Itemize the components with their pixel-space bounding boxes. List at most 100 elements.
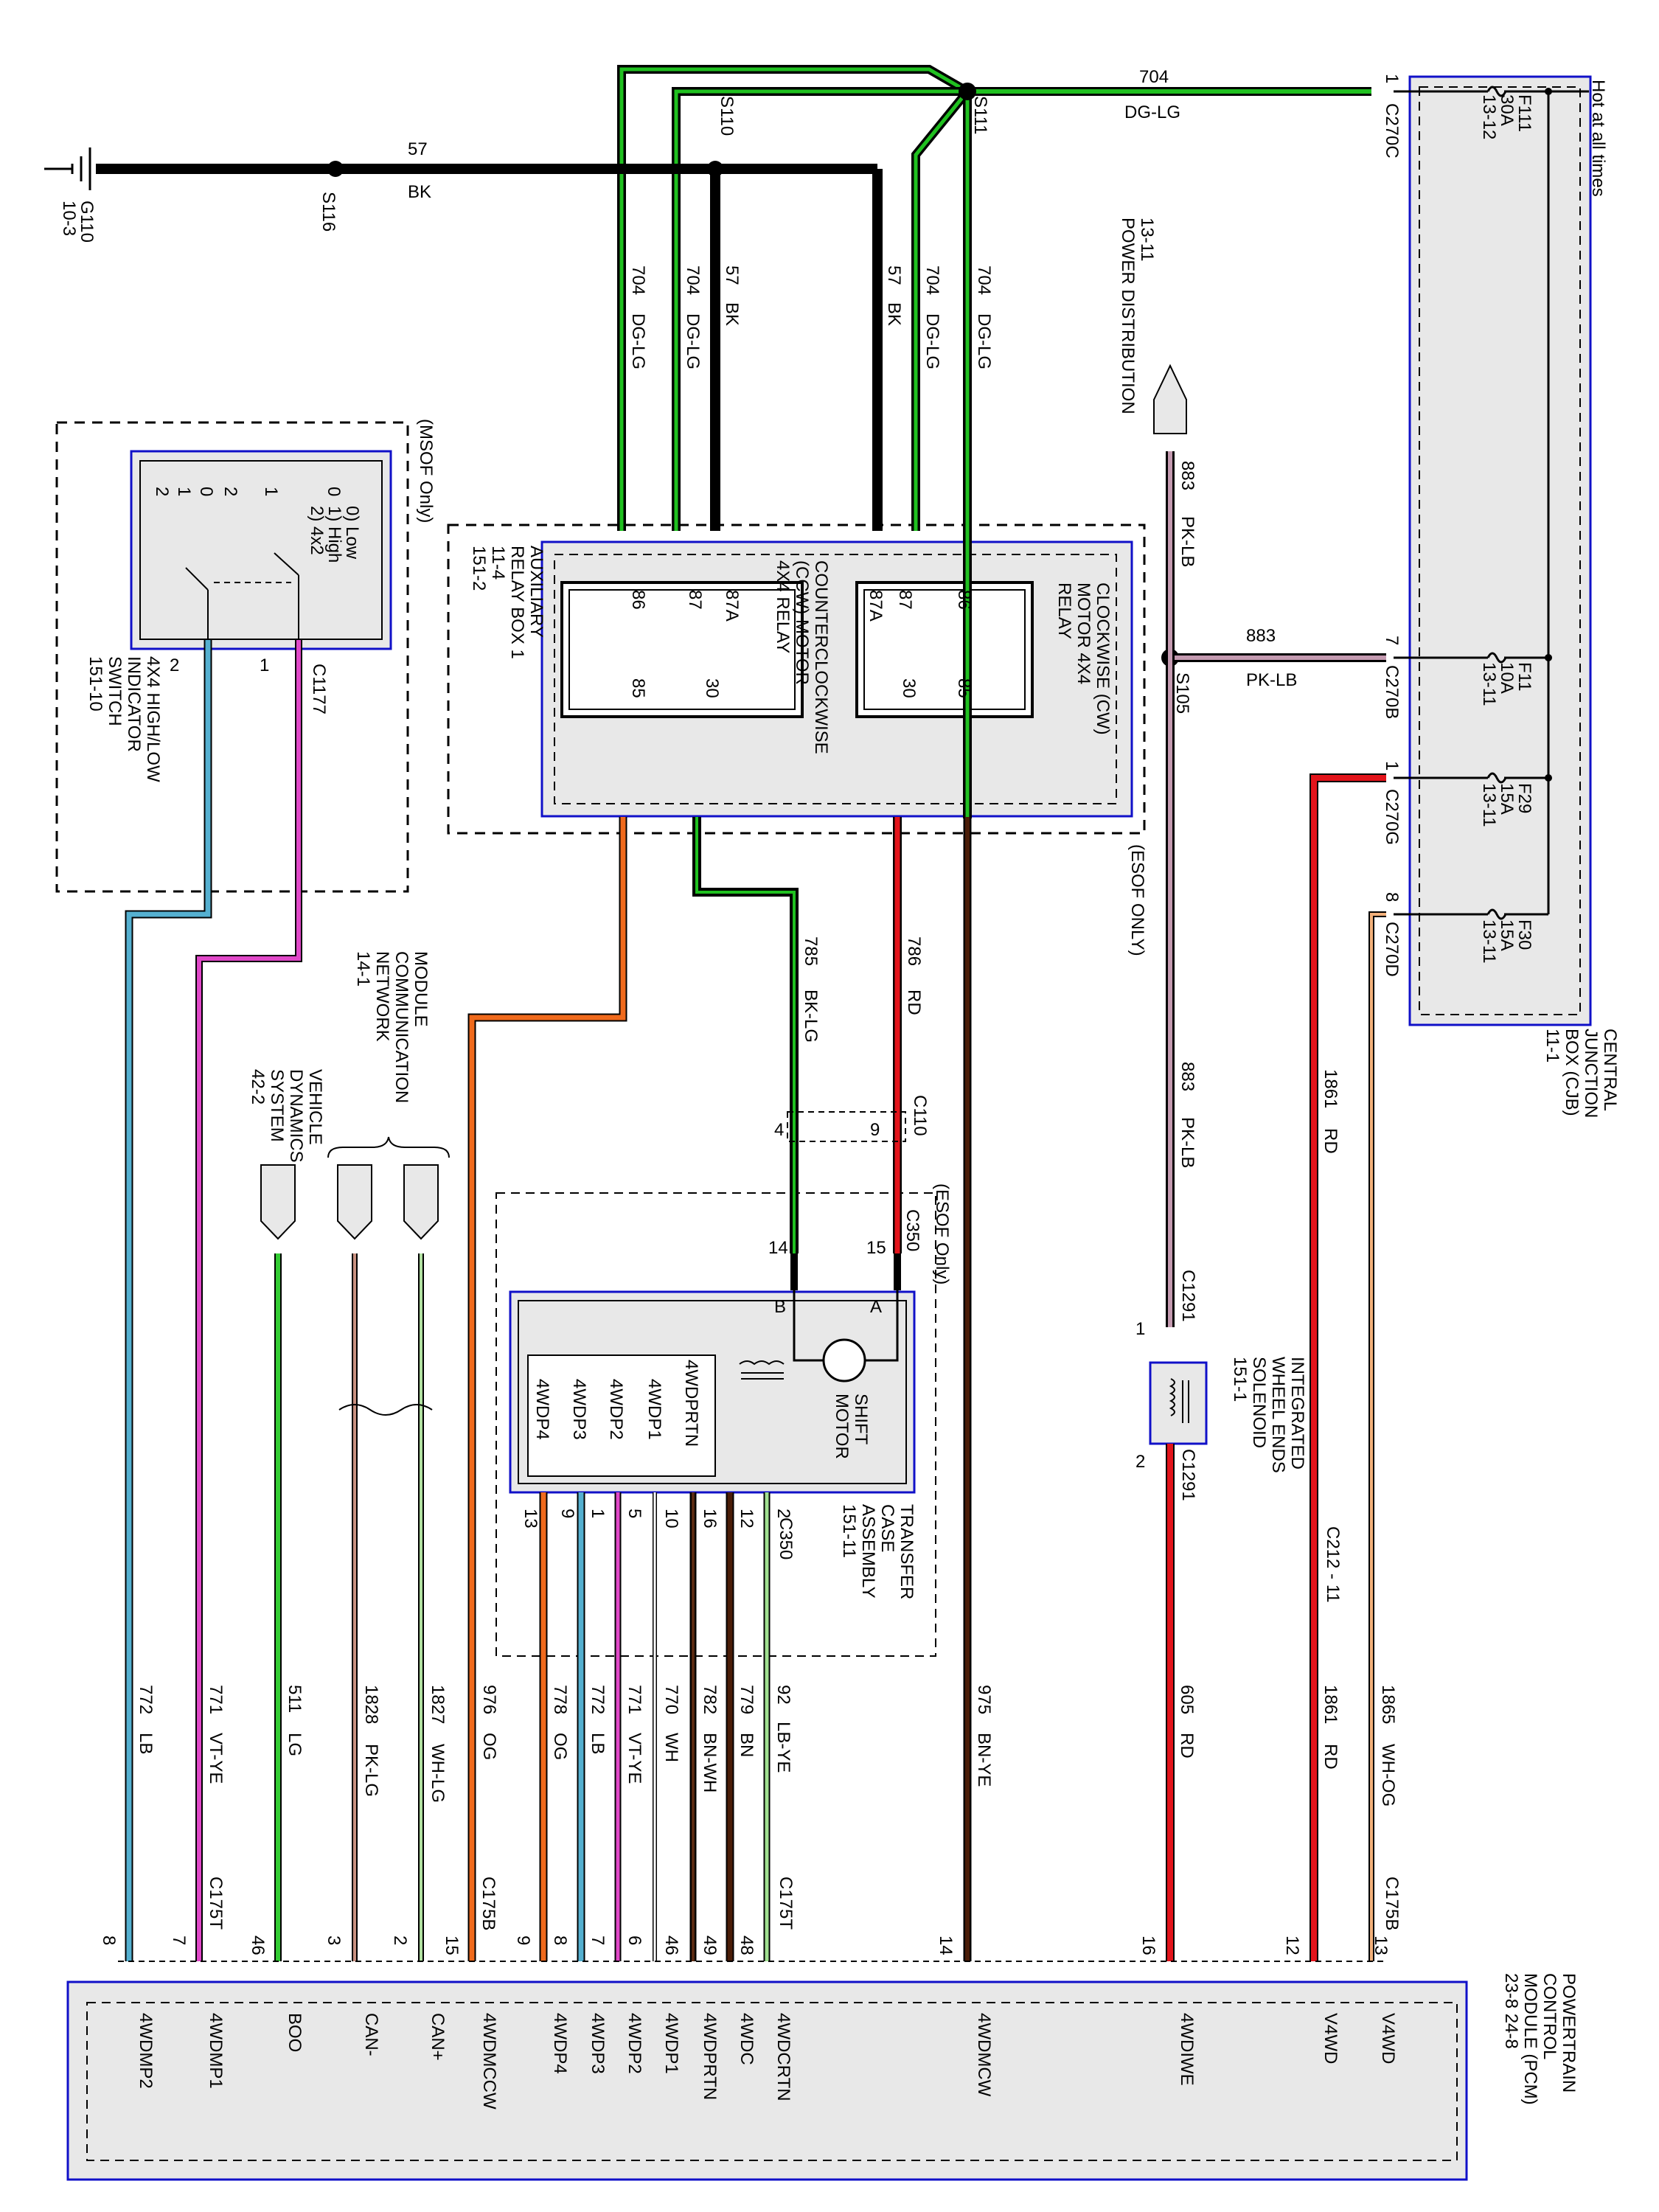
wire-975-num: 975 — [974, 1685, 994, 1714]
motor-pin-a: A — [870, 1297, 882, 1317]
wire-1828-color: PK-LG — [361, 1744, 381, 1797]
msof-only: (MSOF Only) — [416, 419, 436, 523]
c270b-label: C270B — [1382, 665, 1402, 719]
pcm-pin-7a: 7 — [588, 1935, 608, 1945]
mcn-1: MODULE — [411, 951, 431, 1027]
cjb-box — [1408, 75, 1592, 1026]
pcm-pin-4wdc: 4WDC — [737, 2013, 757, 2065]
mcn-brace — [327, 1136, 450, 1158]
tc-coil-icon — [739, 1360, 785, 1380]
switch-pin-3: 2 — [220, 487, 240, 496]
fuse-f11: F11 — [1514, 662, 1534, 692]
iwe-3: SOLENOID — [1249, 1357, 1269, 1448]
fuse-f29: F29 — [1514, 783, 1534, 813]
vert57-a-color: BK — [722, 302, 742, 326]
cw-relay-box — [855, 581, 1034, 718]
wire-883-num: 883 — [1246, 626, 1276, 646]
pcm-pin-canp: CAN+ — [428, 2013, 448, 2061]
pcm-pin-16: 16 — [1138, 1935, 1158, 1955]
wire-779-num: 779 — [737, 1685, 757, 1714]
pcm-pin-4wdp3: 4WDP3 — [588, 2013, 608, 2074]
pcm-pin-4wdp2: 4WDP2 — [625, 2013, 644, 2074]
cjb-bus — [1504, 88, 1589, 916]
transfer-case-dashed — [495, 1192, 936, 1657]
fuse-f11-ref: 13-11 — [1479, 662, 1499, 706]
motor-pin-b: B — [774, 1297, 786, 1317]
wire-883-color: PK-LB — [1246, 670, 1297, 690]
aux-relay-3: 11-4 — [488, 546, 508, 580]
vds-1: VEHICLE — [305, 1069, 325, 1145]
ccw-relay-3: 4X4 RELAY — [773, 560, 793, 653]
tc-pin-list-3: 4WDP3 — [569, 1379, 589, 1440]
wire-785-color: BK-LG — [801, 990, 821, 1043]
switch-pin-5: 1 — [174, 487, 194, 496]
c110-pin-9: 9 — [870, 1120, 880, 1140]
vert704-a-color: DG-LG — [628, 313, 648, 369]
wire-1828-num: 1828 — [361, 1685, 381, 1724]
switch-label-4: 151-10 — [86, 656, 105, 712]
wire-57-num: 57 — [408, 139, 428, 159]
iwe-solenoid — [1149, 1361, 1208, 1445]
aux-relay-2: RELAY BOX 1 — [507, 546, 527, 659]
c1177-label: C1177 — [309, 664, 329, 714]
c350b-pin-1: 1 — [588, 1509, 608, 1518]
pcm-pin-3: 3 — [324, 1935, 344, 1945]
tc-pin-list-4: 4WDP4 — [532, 1379, 552, 1440]
vert704-a-num: 704 — [628, 265, 648, 295]
c350-pin-14: 14 — [768, 1238, 788, 1258]
switch-pos-high: 1) High — [324, 506, 344, 563]
cw-pin-87: 87 — [895, 590, 915, 610]
vert704-c-color: DG-LG — [922, 313, 942, 369]
vert57-b-num: 57 — [884, 265, 904, 285]
c270d-pin: 8 — [1382, 892, 1402, 902]
c350b-pin-16: 16 — [700, 1509, 720, 1528]
pcm-label-1: POWERTRAIN — [1559, 1973, 1579, 2093]
vds-2: DYNAMICS — [286, 1069, 306, 1163]
fuse-f11-amp: 10A — [1497, 662, 1517, 694]
wire-1861-color: RD — [1321, 1128, 1340, 1154]
cw-relay-2: MOTOR 4X4 — [1074, 582, 1093, 684]
vds-4: 42-2 — [248, 1069, 268, 1105]
aux-relay-1: AUXILIARY — [526, 546, 546, 638]
wire-771-num: 771 — [206, 1685, 226, 1714]
fuse-f111-ref: 13-12 — [1479, 94, 1499, 139]
iwe-4: 151-1 — [1230, 1357, 1250, 1402]
wire-770-color: WH — [661, 1733, 681, 1762]
wire-511-color: LG — [285, 1733, 305, 1756]
pcm-pin-8b: 8 — [99, 1935, 119, 1945]
switch-label-3: SWITCH — [105, 656, 125, 726]
iwe-2: WHEEL ENDS — [1268, 1357, 1288, 1473]
shift-motor-1: SHIFT — [851, 1394, 871, 1445]
pcm-pin-4wdp4: 4WDP4 — [550, 2013, 570, 2074]
cw-pin-85: 85 — [954, 678, 974, 698]
wire-1861 — [1310, 773, 1386, 1961]
ccw-pin-30: 30 — [702, 678, 722, 698]
vert57-a-num: 57 — [722, 265, 742, 285]
wire-772-color: LB — [136, 1733, 156, 1754]
wire-605-num: 605 — [1177, 1685, 1197, 1714]
wire-883v2-num: 883 — [1178, 1062, 1197, 1091]
wire-771b-color: VT-YE — [625, 1733, 644, 1784]
c270g-pin: 1 — [1382, 761, 1402, 771]
switch-label-2: INDICATOR — [124, 656, 144, 752]
c350-top-label: C350 — [902, 1209, 922, 1251]
tc-label-3: ASSEMBLY — [858, 1504, 878, 1599]
wire-772-num: 772 — [136, 1685, 156, 1714]
tc-label-4: 151-11 — [839, 1504, 859, 1558]
fuse-symbols — [1394, 86, 1507, 920]
c175b-left: C175B — [479, 1877, 498, 1930]
wire-786-color: RD — [904, 990, 924, 1015]
pcm-pin-4wdiwe: 4WDIWE — [1177, 2013, 1197, 2086]
c350b-pin-13: 13 — [521, 1509, 540, 1528]
wire-1861b-color: RD — [1321, 1744, 1340, 1770]
pcm-pin-49: 49 — [700, 1935, 720, 1955]
wire-511-num: 511 — [285, 1685, 305, 1713]
pcm-pin-14: 14 — [936, 1935, 956, 1955]
wire-1861-num: 1861 — [1321, 1069, 1340, 1108]
c270c-label: C270C — [1382, 103, 1402, 159]
c212-label: C212 - 11 — [1323, 1526, 1343, 1603]
pcm-pin-4wdmcw: 4WDMCW — [974, 2013, 994, 2097]
wire-883v2-color: PK-LB — [1178, 1117, 1197, 1168]
wire-976-num: 976 — [479, 1685, 499, 1714]
pcm-pin-46b: 46 — [248, 1935, 268, 1955]
